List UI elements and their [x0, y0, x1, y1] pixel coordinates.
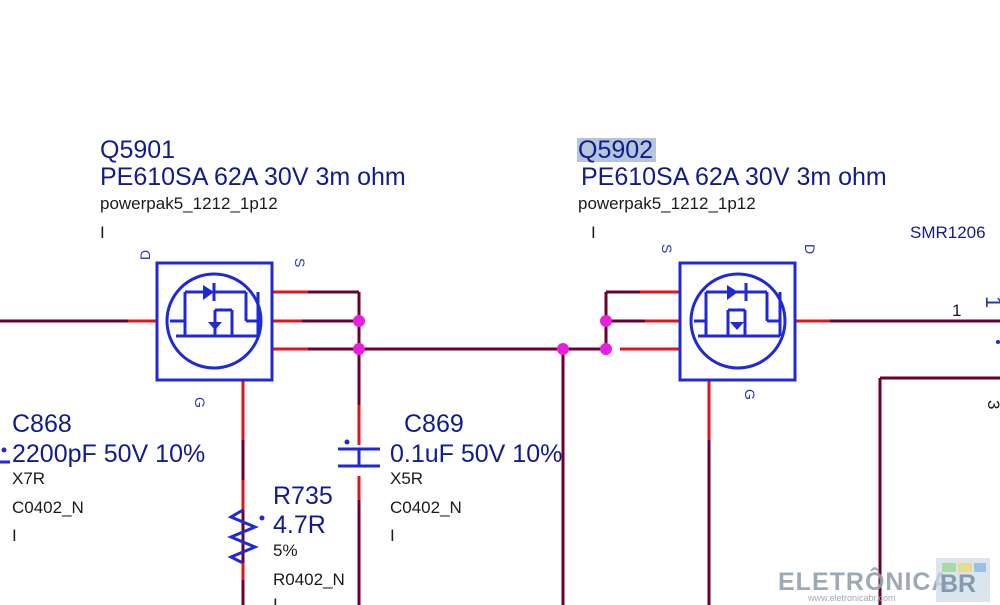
junction-dot — [353, 343, 365, 355]
c868-labels: C868 2200pF 50V 10% X7R C0402_N I — [0, 410, 205, 545]
q5901-mark: I — [100, 223, 105, 242]
c869-footprint: C0402_N — [390, 498, 462, 517]
r735-footprint: R0402_N — [273, 570, 345, 589]
q5902-footprint: powerpak5_1212_1p12 — [578, 194, 756, 213]
q5902-ref[interactable]: Q5902 — [578, 136, 653, 164]
c869-mark: I — [390, 526, 395, 545]
q5901-ref[interactable]: Q5901 — [100, 136, 175, 164]
smr-dot — [996, 340, 1000, 344]
r735-labels: R735 4.7R 5% R0402_N I — [273, 482, 345, 605]
q5901-pin-s: S — [292, 258, 308, 267]
c869-value: 0.1uF 50V 10% — [390, 440, 562, 468]
r735-value: 4.7R — [273, 511, 326, 539]
junction-dot — [600, 315, 612, 327]
q5902-pin-s: S — [659, 244, 675, 253]
smr-label: SMR1206 — [910, 223, 986, 242]
selection-highlight — [577, 138, 656, 162]
watermark-logo: ELETRÔNICA www.eletronicabr.com BR — [778, 558, 990, 603]
c868-footprint: C0402_N — [12, 498, 84, 517]
c868-ref[interactable]: C868 — [12, 410, 72, 438]
q5901-value: PE610SA 62A 30V 3m ohm — [100, 163, 406, 191]
q5901-footprint: powerpak5_1212_1p12 — [100, 194, 278, 213]
q5902-value: PE610SA 62A 30V 3m ohm — [581, 163, 887, 191]
capacitor-c869[interactable] — [338, 405, 380, 500]
watermark-suffix: BR — [940, 570, 976, 598]
mosfet-q5901[interactable]: D S G — [128, 250, 308, 440]
watermark-badge-cell — [974, 563, 986, 572]
c869-labels: C869 0.1uF 50V 10% X5R C0402_N I — [390, 410, 562, 545]
c868-value: 2200pF 50V 10% — [12, 440, 205, 468]
junction-dot — [557, 343, 569, 355]
r735-mark: I — [273, 595, 278, 605]
wires — [0, 290, 1000, 605]
q5901-pin-d: D — [137, 250, 153, 260]
smr1206-part[interactable]: SMR1206 1 1 3 — [910, 223, 1000, 409]
watermark-url: www.eletronicabr.com — [807, 593, 896, 603]
c868-mark: I — [12, 526, 17, 545]
r735-ref[interactable]: R735 — [273, 482, 333, 510]
c869-ref[interactable]: C869 — [404, 410, 464, 438]
junction-dot — [600, 343, 612, 355]
q5901-labels: Q5901 PE610SA 62A 30V 3m ohm powerpak5_1… — [100, 136, 406, 242]
c868-polarity-dot — [1, 447, 7, 453]
junctions — [353, 315, 612, 355]
c869-dielectric: X5R — [390, 469, 423, 488]
q5902-pin-g: G — [742, 389, 758, 400]
junction-dot — [353, 315, 365, 327]
smr-pin1b: 1 — [981, 296, 1000, 308]
watermark-brand: ELETRÔNICA — [778, 566, 951, 596]
mosfet-q5902[interactable]: S D G — [620, 244, 830, 440]
q5902-mark: I — [591, 223, 596, 242]
q5901-pin-g: G — [192, 397, 208, 408]
smr-pin3: 3 — [984, 400, 1000, 409]
r735-tolerance: 5% — [273, 541, 298, 560]
q5902-labels: Q5902 PE610SA 62A 30V 3m ohm powerpak5_1… — [577, 136, 887, 242]
smr-pin1: 1 — [952, 301, 961, 320]
watermark-badge-cell — [942, 563, 956, 572]
watermark-badge-cell — [958, 563, 972, 572]
resistor-r735[interactable] — [227, 480, 265, 580]
c868-dielectric: X7R — [12, 469, 45, 488]
q5902-pin-d: D — [802, 244, 818, 254]
